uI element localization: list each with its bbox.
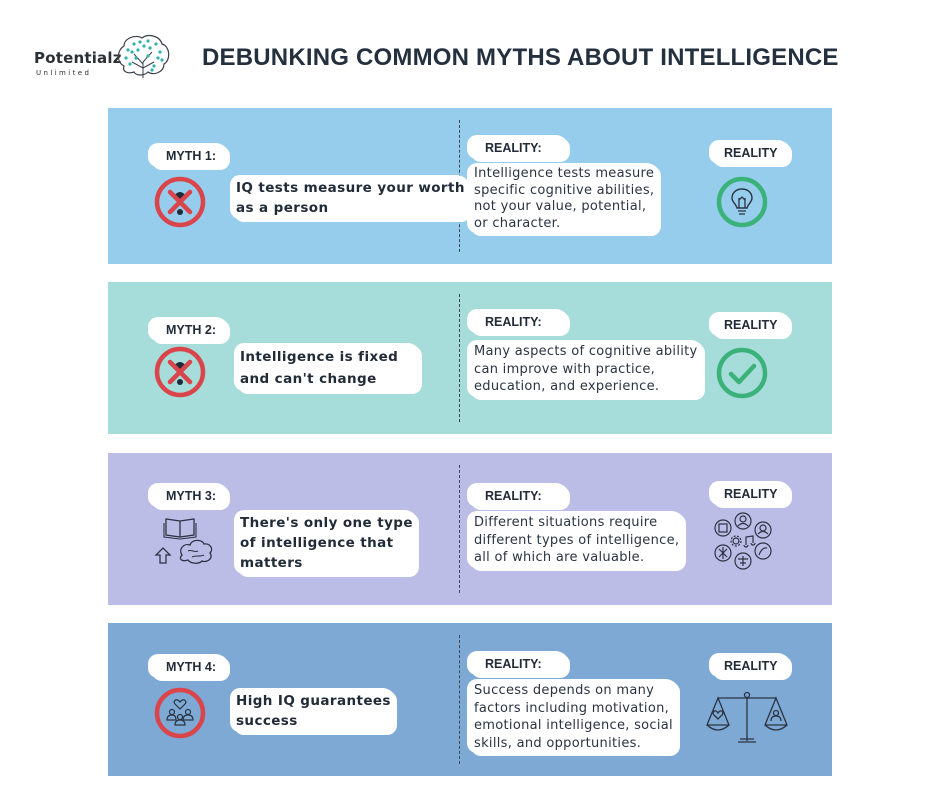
reality-label: REALITY: bbox=[471, 486, 566, 506]
myth-label: MYTH 4: bbox=[152, 657, 226, 677]
reality-text-line: factors including motivation, bbox=[474, 700, 670, 716]
logo-subtitle: Unlimited bbox=[36, 69, 92, 77]
myth-text-line: Intelligence is fixed bbox=[240, 349, 399, 365]
myth-panel-4: MYTH 4: High IQ guarantees success REALI… bbox=[108, 623, 832, 776]
reality-label: REALITY: bbox=[471, 138, 566, 158]
reality-label: REALITY: bbox=[471, 654, 566, 674]
myth-panel-2: MYTH 2: Intelligence is fixed and can't … bbox=[108, 282, 832, 434]
myth-text-line: and can't change bbox=[240, 371, 377, 387]
reality-badge: REALITY bbox=[713, 484, 789, 504]
balance-scale-icon bbox=[704, 689, 790, 747]
myth-text-line: of intelligence that bbox=[240, 535, 394, 551]
myth-panel-3: MYTH 3: There's only one type of intelli… bbox=[108, 453, 832, 605]
myth-text-line: success bbox=[236, 713, 298, 729]
reality-text: Success depends on many factors includin… bbox=[471, 682, 676, 752]
book-brain-arrow-icon bbox=[152, 515, 222, 571]
reality-badge: REALITY bbox=[713, 143, 789, 163]
logo-name: Potentialz bbox=[34, 49, 122, 67]
myth-text: Intelligence is fixed and can't change bbox=[238, 346, 418, 390]
reality-text-line: Intelligence tests measure bbox=[474, 166, 655, 181]
page-title: DEBUNKING COMMON MYTHS ABOUT INTELLIGENC… bbox=[202, 44, 839, 71]
reality-badge: REALITY bbox=[713, 656, 789, 676]
reality-text-line: education, and experience. bbox=[474, 379, 660, 394]
crossed-exclamation-icon bbox=[152, 174, 208, 230]
reality-text-line: specific cognitive abilities, bbox=[474, 182, 655, 198]
myth-text: IQ tests measure your worth as a person bbox=[234, 178, 467, 218]
reality-text-line: or character. bbox=[474, 215, 561, 231]
people-heart-circle-icon bbox=[152, 685, 208, 741]
myth-label: MYTH 1: bbox=[152, 146, 226, 166]
myth-panel-1: MYTH 1: IQ tests measure your worth as a… bbox=[108, 108, 832, 264]
myth-label: MYTH 3: bbox=[152, 486, 226, 506]
multiple-intelligences-cluster-icon bbox=[712, 511, 776, 571]
myth-text-line: as a person bbox=[236, 200, 329, 216]
myth-text-line: matters bbox=[240, 555, 303, 571]
reality-text-line: not your value, potential, bbox=[474, 199, 647, 214]
checkmark-circle-icon bbox=[714, 345, 770, 401]
reality-text-line: Success depends on many bbox=[474, 683, 655, 698]
panel-divider bbox=[459, 465, 460, 593]
crossed-exclamation-icon bbox=[152, 344, 208, 400]
myth-text: High IQ guarantees success bbox=[234, 691, 393, 731]
reality-text: Many aspects of cognitive ability can im… bbox=[471, 343, 701, 396]
myth-text-line: IQ tests measure your worth bbox=[236, 180, 465, 196]
reality-text-line: all of which are valuable. bbox=[474, 550, 645, 565]
reality-label: REALITY: bbox=[471, 312, 566, 332]
brand-logo: Potentialz Unlimited bbox=[34, 32, 174, 80]
myth-text-line: High IQ guarantees bbox=[236, 693, 391, 709]
reality-text-line: skills, and opportunities. bbox=[474, 735, 642, 751]
brain-tree-icon bbox=[114, 32, 172, 82]
reality-text-line: Different situations require bbox=[474, 515, 658, 530]
reality-text-line: can improve with practice, bbox=[474, 361, 656, 377]
myth-label: MYTH 2: bbox=[152, 320, 226, 340]
reality-text: Intelligence tests measure specific cogn… bbox=[471, 166, 658, 232]
lightbulb-icon bbox=[714, 174, 770, 230]
panel-divider bbox=[459, 294, 460, 422]
reality-text-line: Many aspects of cognitive ability bbox=[474, 344, 698, 359]
reality-text-line: different types of intelligence, bbox=[474, 532, 680, 548]
reality-badge: REALITY bbox=[713, 315, 789, 335]
panel-divider bbox=[459, 635, 460, 764]
reality-text-line: emotional intelligence, social bbox=[474, 718, 673, 733]
myth-text-line: There's only one type bbox=[240, 515, 413, 531]
myth-text: There's only one type of intelligence th… bbox=[238, 513, 415, 573]
reality-text: Different situations require different t… bbox=[471, 514, 683, 567]
